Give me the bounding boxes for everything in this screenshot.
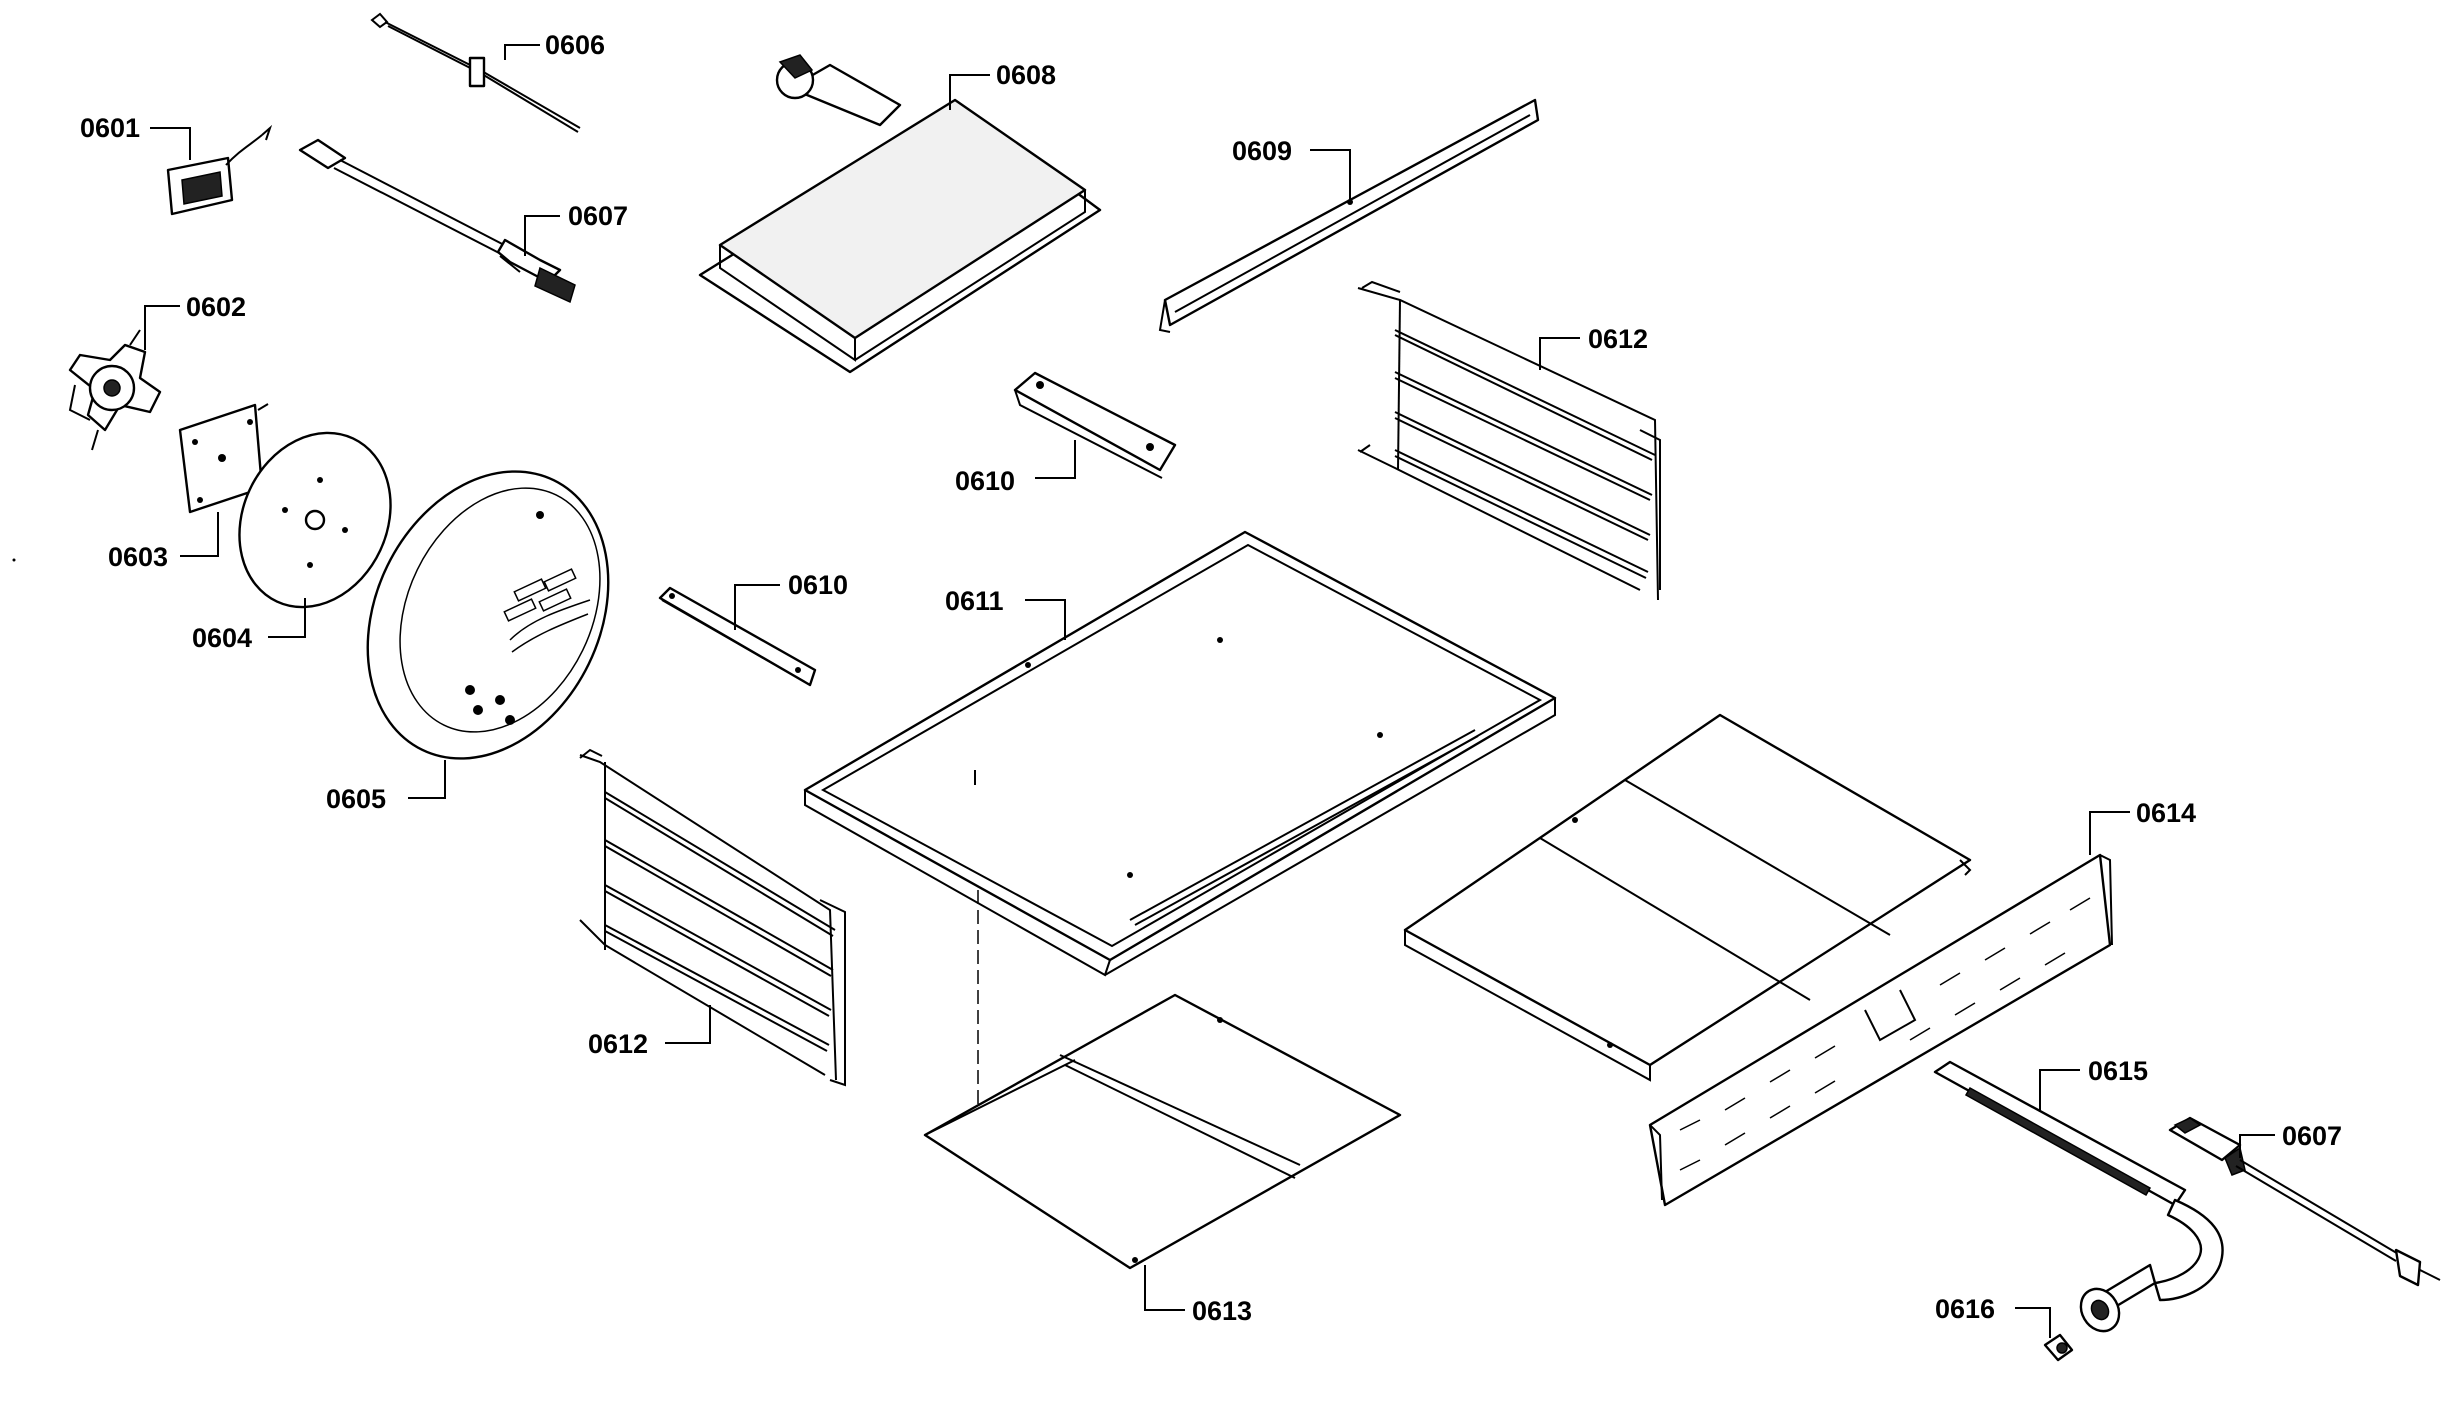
part-0616-orifice bbox=[2043, 1333, 2074, 1362]
label-0612-lower: 0612 bbox=[588, 1029, 648, 1059]
label-0609: 0609 bbox=[1232, 136, 1292, 166]
callout-0611: 0611 bbox=[945, 586, 1066, 640]
part-0605-fan-cover bbox=[366, 470, 610, 760]
part-0608-burner-box bbox=[698, 54, 1102, 374]
callout-0603: 0603 bbox=[108, 512, 219, 572]
label-0604: 0604 bbox=[192, 623, 252, 653]
part-0610-upper-bracket bbox=[1013, 371, 1177, 479]
callout-0615: 0615 bbox=[2039, 1056, 2148, 1112]
part-lower-insulation-tray bbox=[1403, 713, 1972, 1082]
callout-0602: 0602 bbox=[144, 292, 246, 350]
side-panel-slots bbox=[1679, 897, 2091, 1171]
callout-0601: 0601 bbox=[80, 113, 191, 160]
callout-0606: 0606 bbox=[504, 30, 605, 60]
part-0602-fan-motor bbox=[68, 329, 162, 451]
part-0607-upper-wire bbox=[298, 138, 576, 304]
callout-0605: 0605 bbox=[326, 760, 446, 814]
callout-0610-lower: 0610 bbox=[734, 570, 848, 630]
label-0612-upper: 0612 bbox=[1588, 324, 1648, 354]
callout-0612-upper: 0612 bbox=[1539, 324, 1648, 370]
part-0609-rail bbox=[1158, 98, 1540, 333]
label-0603: 0603 bbox=[108, 542, 168, 572]
label-0607-lower: 0607 bbox=[2282, 1121, 2342, 1151]
label-0611: 0611 bbox=[945, 586, 1004, 616]
part-0606-sensor-wire bbox=[370, 12, 581, 133]
part-0613-drip-shield bbox=[923, 993, 1402, 1270]
part-0604-round-gasket bbox=[238, 431, 392, 609]
part-0614-side-panel bbox=[1648, 853, 2113, 1207]
callout-0609: 0609 bbox=[1232, 136, 1351, 200]
callout-0607-upper: 0607 bbox=[524, 201, 628, 256]
label-0614: 0614 bbox=[2136, 798, 2196, 828]
label-0606: 0606 bbox=[545, 30, 605, 60]
callout-0610-upper: 0610 bbox=[955, 440, 1076, 496]
part-0612-upper-rack-guide bbox=[1357, 280, 1661, 601]
label-0616: 0616 bbox=[1935, 1294, 1995, 1324]
callout-0616: 0616 bbox=[1935, 1294, 2051, 1338]
callout-0613: 0613 bbox=[1144, 1265, 1252, 1326]
label-0613: 0613 bbox=[1192, 1296, 1252, 1326]
label-0608: 0608 bbox=[996, 60, 1056, 90]
label-0610-upper: 0610 bbox=[955, 466, 1015, 496]
label-0605: 0605 bbox=[326, 784, 386, 814]
label-0610-lower: 0610 bbox=[788, 570, 848, 600]
label-0607-upper: 0607 bbox=[568, 201, 628, 231]
callout-0604: 0604 bbox=[192, 598, 306, 653]
label-0602: 0602 bbox=[186, 292, 246, 322]
part-0612-lower-rack-guide bbox=[579, 748, 846, 1087]
callout-0612-lower: 0612 bbox=[588, 1005, 711, 1059]
label-0615: 0615 bbox=[2088, 1056, 2148, 1086]
part-0610-lower-bracket bbox=[658, 586, 817, 687]
part-0601-switch bbox=[166, 124, 273, 216]
stray-mark bbox=[12, 558, 16, 562]
part-0615-burner-tube bbox=[1933, 1060, 2224, 1333]
callout-0608: 0608 bbox=[949, 60, 1056, 110]
label-0601: 0601 bbox=[80, 113, 140, 143]
part-0611-bottom-tray bbox=[803, 530, 1557, 977]
callout-0607-lower: 0607 bbox=[2239, 1121, 2342, 1158]
callout-0614: 0614 bbox=[2089, 798, 2196, 855]
